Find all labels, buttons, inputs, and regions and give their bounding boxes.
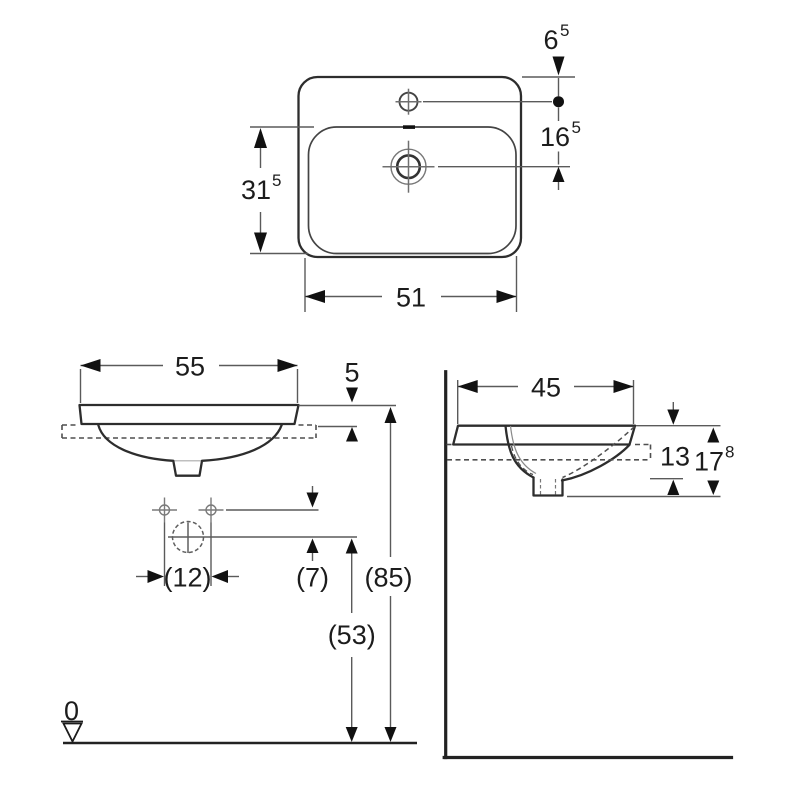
front-drain-icon (168, 520, 209, 554)
dim-overall-width: 55 (79, 352, 299, 403)
tap-dim-dot (553, 96, 564, 108)
dim-31-sup: 5 (272, 171, 281, 190)
dim-55-label: 55 (175, 352, 205, 382)
side-view: 45 13 (442, 370, 734, 760)
side-drain-box (532, 476, 564, 497)
dim-51-label: 51 (396, 283, 426, 313)
dim-bowl-depth: 13 (660, 402, 690, 495)
dim-7-label: (7) (296, 563, 329, 593)
datum-symbol: 0 (61, 696, 83, 744)
dim-13-label: 13 (660, 442, 690, 472)
side-rim (452, 424, 637, 446)
dim-rim-above-counter: 5 (298, 358, 396, 442)
counter-dashed-outline (61, 424, 317, 439)
dim-6-sup: 5 (560, 21, 569, 40)
dim-fixing-centres: (12) (136, 522, 239, 593)
dim-12-label: (12) (163, 563, 211, 593)
dim-17-sup: 8 (725, 443, 734, 462)
dim-85-label: (85) (364, 563, 412, 593)
side-bowl-hidden-edge (562, 425, 636, 479)
side-counter-dashed-outline (446, 443, 652, 461)
datum-zero-label: 0 (64, 696, 79, 726)
front-bowl (97, 423, 283, 477)
dim-53-label: (53) (328, 620, 376, 650)
dim-basin-depth: 31 5 (241, 126, 314, 255)
dim-16-label: 16 (540, 122, 570, 152)
top-view-basin (307, 126, 517, 255)
dim-31-label: 31 (241, 175, 271, 205)
dim-tap-to-edge: 6 5 (543, 21, 569, 97)
top-view: 6 5 16 5 31 5 (241, 21, 581, 313)
datum-triangle-icon (62, 722, 83, 744)
dim-rim-height-from-floor: (85) (364, 407, 413, 742)
dim-45-label: 45 (531, 373, 561, 403)
dim-6-label: 6 (543, 25, 558, 55)
fixing-hole-right-icon (198, 497, 224, 523)
tap-hole-icon (395, 88, 422, 115)
dim-5-label: 5 (344, 358, 359, 388)
overflow-slot (403, 125, 415, 129)
drain-hole-icon (382, 140, 435, 193)
side-bowl-inner-hidden-edge (510, 445, 534, 476)
side-bowl (504, 424, 636, 497)
dim-fixing-to-drain: (7) (296, 486, 329, 593)
dim-basin-width: 51 (304, 256, 518, 313)
dim-drain-height-from-floor: (53) (328, 538, 376, 742)
dim-tap-to-drain: 16 5 (540, 107, 581, 190)
dim-total-height: 17 8 (694, 427, 734, 495)
front-rim (78, 403, 300, 426)
dim-16-sup: 5 (572, 118, 581, 137)
dim-overall-depth: 45 (457, 373, 635, 424)
fixing-hole-left-icon (152, 497, 177, 523)
dim-17-label: 17 (694, 447, 724, 477)
front-view: 55 5 (61, 352, 417, 745)
